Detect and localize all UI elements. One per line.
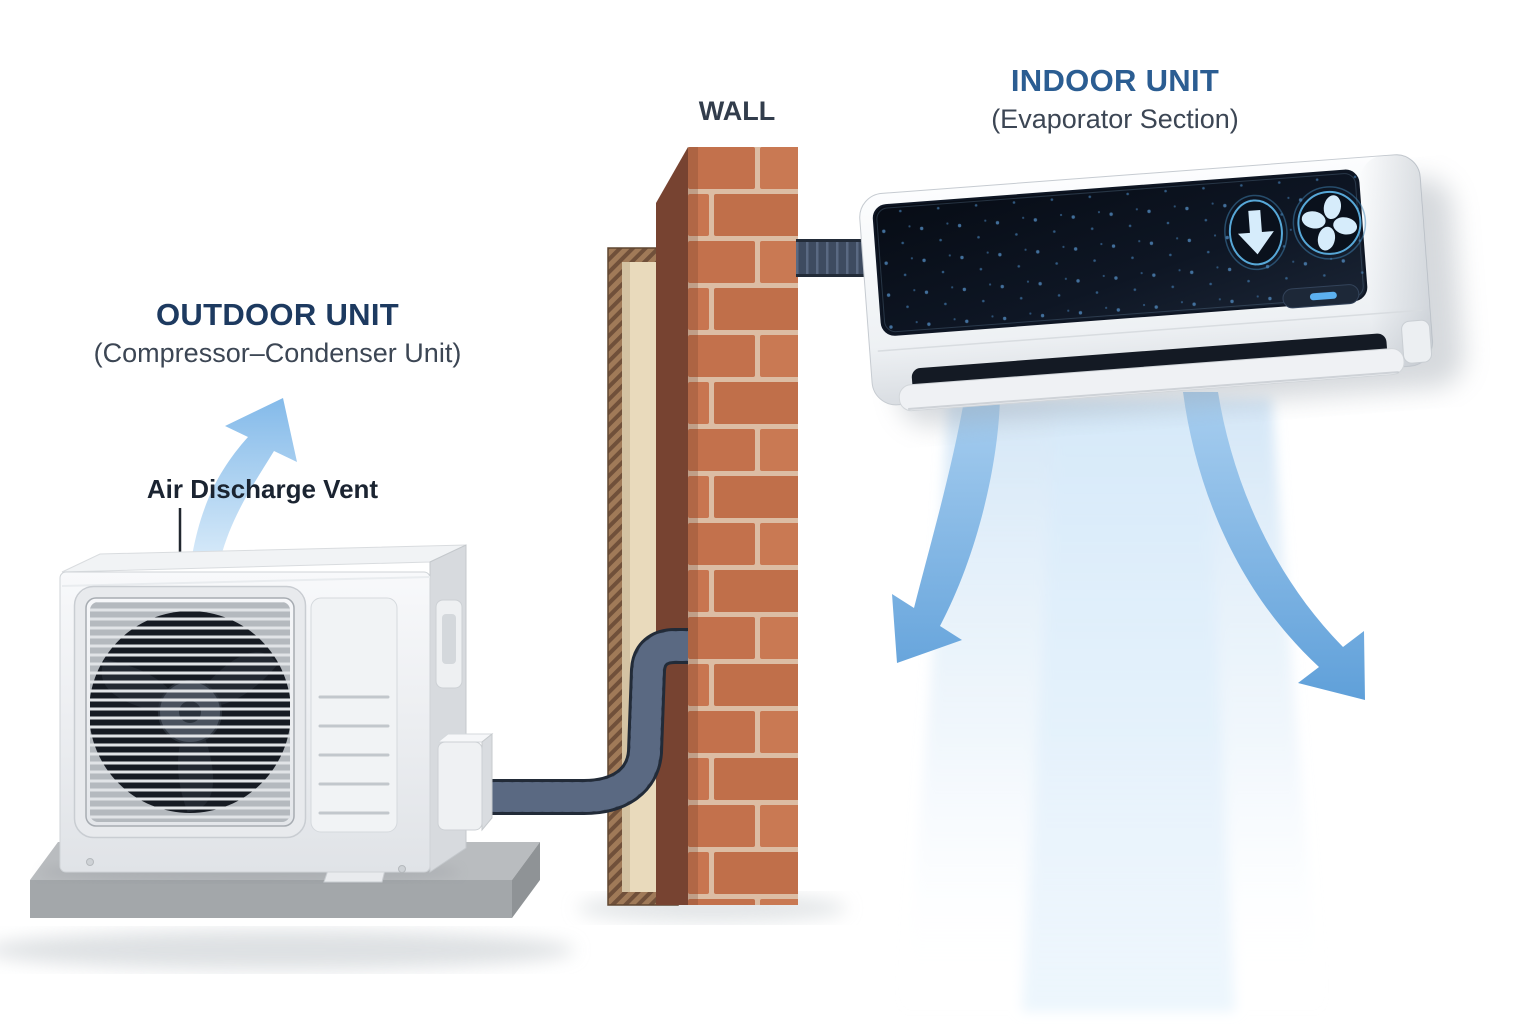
airflow-arrow-left <box>892 395 1000 663</box>
screw <box>86 858 94 866</box>
airflow-down-icon <box>1224 194 1288 271</box>
air-discharge-arrow <box>192 398 297 560</box>
fan-grille <box>73 585 307 839</box>
pipe-connection-box <box>436 732 494 832</box>
wall-title: WALL <box>698 96 776 126</box>
wall-label: WALL <box>647 95 827 128</box>
fan-icon <box>1292 186 1367 260</box>
unit-top-face <box>61 544 467 573</box>
air-discharge-vent-text: Air Discharge Vent <box>146 474 379 504</box>
air-mist <box>902 398 1322 1012</box>
cold-airflow <box>892 392 1365 1012</box>
screw <box>398 865 406 873</box>
outdoor-unit-title: OUTDOOR UNIT <box>156 297 399 332</box>
vent-slits <box>318 695 390 815</box>
service-panel <box>310 597 398 833</box>
status-indicator-light <box>1282 284 1360 309</box>
top-ridge-line <box>61 576 431 587</box>
condenser-fan <box>90 602 290 822</box>
outdoor-unit-label: OUTDOOR UNIT (Compressor–Condenser Unit) <box>70 296 485 370</box>
air-outlet-vent <box>898 333 1405 412</box>
outdoor-unit-illustration <box>30 544 540 918</box>
indoor-unit-label: INDOOR UNIT (Evaporator Section) <box>900 62 1330 136</box>
indoor-unit-title: INDOOR UNIT <box>1010 63 1220 98</box>
side-handle <box>435 599 463 689</box>
outdoor-unit-subtitle: (Compressor–Condenser Unit) <box>93 337 462 368</box>
airflow-arrow-right <box>1183 392 1365 700</box>
brick-wall-front <box>688 147 798 905</box>
air-discharge-vent-label: Air Discharge Vent <box>105 474 420 506</box>
body-crease-line <box>877 309 1423 352</box>
indoor-unit-illustration <box>859 154 1434 412</box>
refrigerant-pipe-lower <box>448 628 718 815</box>
end-cap-detail <box>1401 319 1433 364</box>
indoor-unit-subtitle: (Evaporator Section) <box>991 103 1239 134</box>
